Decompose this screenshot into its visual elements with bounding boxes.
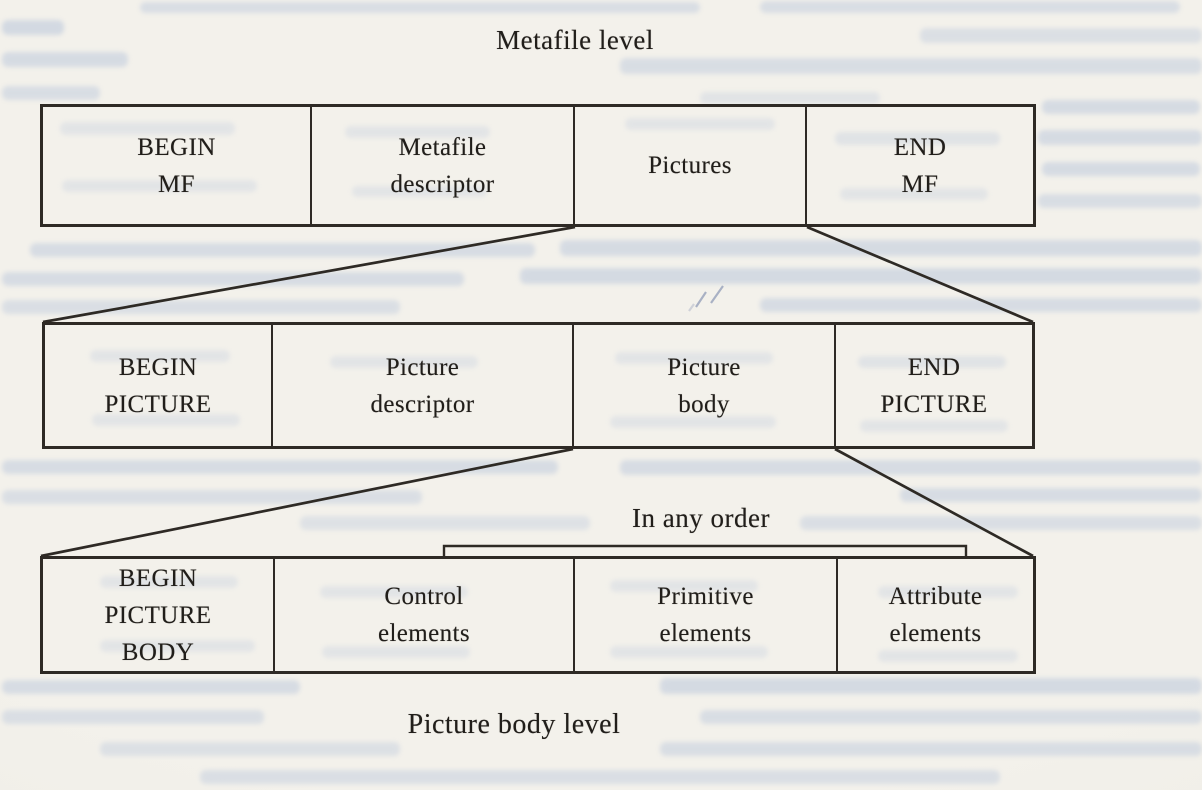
picture-body-box: Picture body <box>574 325 836 446</box>
begin-picture-body-box: BEGIN PICTURE BODY <box>43 559 275 671</box>
primitive-elements-box: Primitive elements <box>575 559 838 671</box>
begin-mf-label: BEGIN MF <box>137 133 216 198</box>
pictures-expansion-line-right <box>806 225 1034 324</box>
diagram-title: Metafile level <box>496 25 654 55</box>
control-elements-box: Control elements <box>275 559 575 671</box>
metafile-descriptor-label: Metafile descriptor <box>390 133 495 198</box>
end-mf-box: END MF <box>807 107 1033 224</box>
metafile-level-row: BEGIN MF Metafile descriptor Pictures EN… <box>40 104 1036 227</box>
in-any-order-annotation: In any order <box>632 503 770 533</box>
end-picture-label: END PICTURE <box>880 353 988 418</box>
picture-descriptor-label: Picture descriptor <box>370 353 475 418</box>
begin-picture-body-label: BEGIN PICTURE BODY <box>104 564 212 666</box>
begin-picture-label: BEGIN PICTURE <box>104 353 212 418</box>
picture-level-row: BEGIN PICTURE Picture descriptor Picture… <box>42 322 1035 449</box>
attribute-elements-box: Attribute elements <box>838 559 1033 671</box>
begin-picture-box: BEGIN PICTURE <box>45 325 273 446</box>
end-mf-label: END MF <box>893 133 947 198</box>
end-picture-box: END PICTURE <box>836 325 1032 446</box>
metafile-descriptor-box: Metafile descriptor <box>312 107 575 224</box>
pictures-label: Pictures <box>648 152 732 179</box>
control-elements-label: Control elements <box>377 583 471 647</box>
diagram-caption: Picture body level <box>407 709 621 740</box>
attribute-elements-label: Attribute elements <box>888 583 983 647</box>
picture-descriptor-box: Picture descriptor <box>273 325 574 446</box>
picture-body-level-row: BEGIN PICTURE BODY Control elements Prim… <box>40 556 1036 674</box>
primitive-elements-label: Primitive elements <box>657 583 754 647</box>
picture-body-expansion-line-left <box>40 447 574 558</box>
pencil-mark <box>688 285 724 312</box>
picture-body-label: Picture body <box>667 353 741 418</box>
pictures-expansion-line-left <box>42 225 576 324</box>
pictures-box: Pictures <box>575 107 807 224</box>
picture-body-expansion-line-right <box>834 447 1034 558</box>
begin-mf-box: BEGIN MF <box>43 107 312 224</box>
